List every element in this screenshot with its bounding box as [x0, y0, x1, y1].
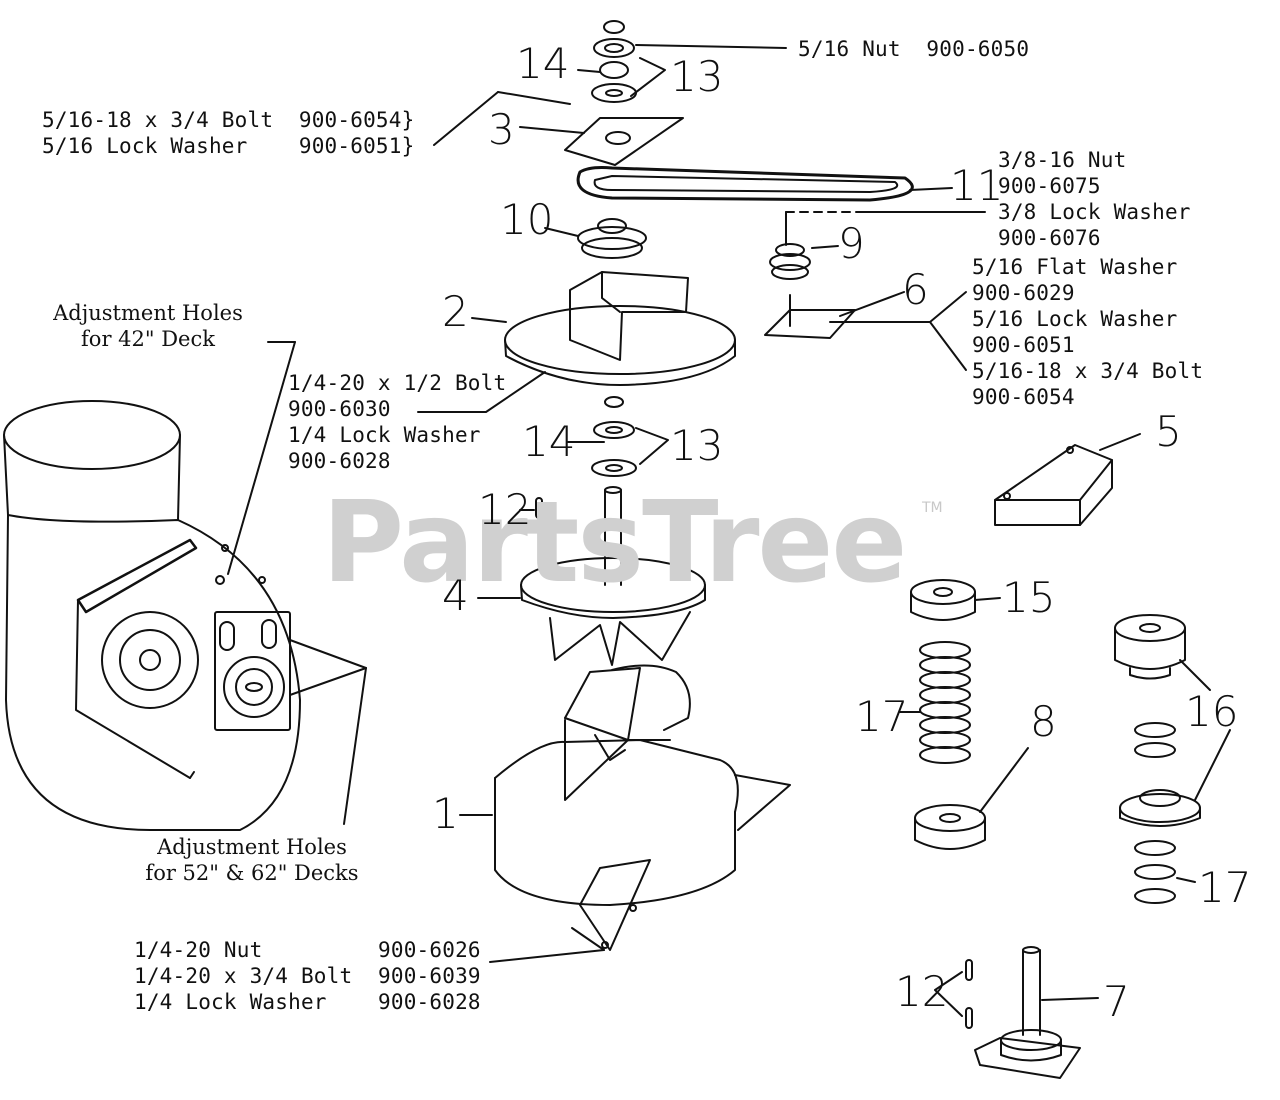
- washer-stack-part-17: [1134, 722, 1196, 904]
- pulley-part-16: [1114, 614, 1231, 827]
- cover-part-2: [417, 271, 736, 413]
- plate-part-3: [519, 117, 684, 166]
- callout-6: 6: [902, 265, 929, 314]
- label-hardware-bracket: 5/16 Flat Washer 900-6029 5/16 Lock Wash…: [972, 255, 1204, 409]
- note-adjustment-holes-52-62: Adjustment Holes for 52" & 62" Decks: [145, 835, 359, 885]
- watermark: PartsTree: [322, 478, 907, 608]
- pulley-part-8: [914, 747, 1029, 850]
- callout-17-right: 17: [1198, 863, 1252, 912]
- shield-part-5: [994, 433, 1141, 526]
- callout-7: 7: [1103, 977, 1130, 1026]
- callout-17-left: 17: [855, 692, 909, 741]
- label-nut-top: 5/16 Nut 900-6050: [798, 37, 1030, 61]
- callout-15: 15: [1002, 573, 1056, 622]
- top-hardware-stack: [433, 20, 787, 146]
- shaft-part-7: [934, 946, 1099, 1079]
- note-adjustment-holes-42: Adjustment Holes for 42" Deck: [53, 301, 243, 351]
- pulley-part-15: [910, 579, 1001, 621]
- watermark-trademark: TM: [922, 500, 943, 516]
- callout-13-top: 13: [670, 52, 724, 101]
- callout-8: 8: [1030, 697, 1057, 746]
- label-hardware-bottom: 1/4-20 Nut 900-6026 1/4-20 x 3/4 Bolt 90…: [134, 938, 481, 1014]
- callout-12-left: 12: [478, 485, 532, 534]
- callout-3: 3: [488, 105, 515, 154]
- impeller-part-4: [477, 486, 706, 666]
- callout-12-bottom: 12: [895, 967, 949, 1016]
- middle-hardware-stack: [567, 396, 669, 477]
- callout-2: 2: [442, 287, 469, 336]
- callout-14-top: 14: [516, 39, 570, 88]
- callout-14-middle: 14: [522, 417, 576, 466]
- callout-5: 5: [1155, 407, 1182, 456]
- label-hardware-right: 3/8-16 Nut 900-6075 3/8 Lock Washer 900-…: [998, 148, 1191, 250]
- label-hardware-top-left: 5/16-18 x 3/4 Bolt 900-6054} 5/16 Lock W…: [42, 108, 415, 158]
- bracket-part-6: [764, 291, 967, 371]
- callout-10: 10: [500, 195, 554, 244]
- callout-1: 1: [432, 789, 459, 838]
- chute-housing-part-1: [459, 664, 791, 963]
- pulley-part-10: [544, 218, 647, 259]
- callout-11: 11: [950, 161, 1004, 210]
- belt-part-11: [576, 166, 986, 246]
- pulley-part-9: [769, 243, 839, 280]
- spacer-stack-part-17: [899, 641, 971, 764]
- callout-4: 4: [442, 571, 469, 620]
- blower-housing-assembly: [3, 341, 367, 831]
- callout-9: 9: [838, 219, 865, 268]
- callout-16: 16: [1185, 687, 1239, 736]
- callout-13-middle: 13: [670, 421, 724, 470]
- label-hardware-middle: 1/4-20 x 1/2 Bolt 900-6030 1/4 Lock Wash…: [288, 371, 507, 473]
